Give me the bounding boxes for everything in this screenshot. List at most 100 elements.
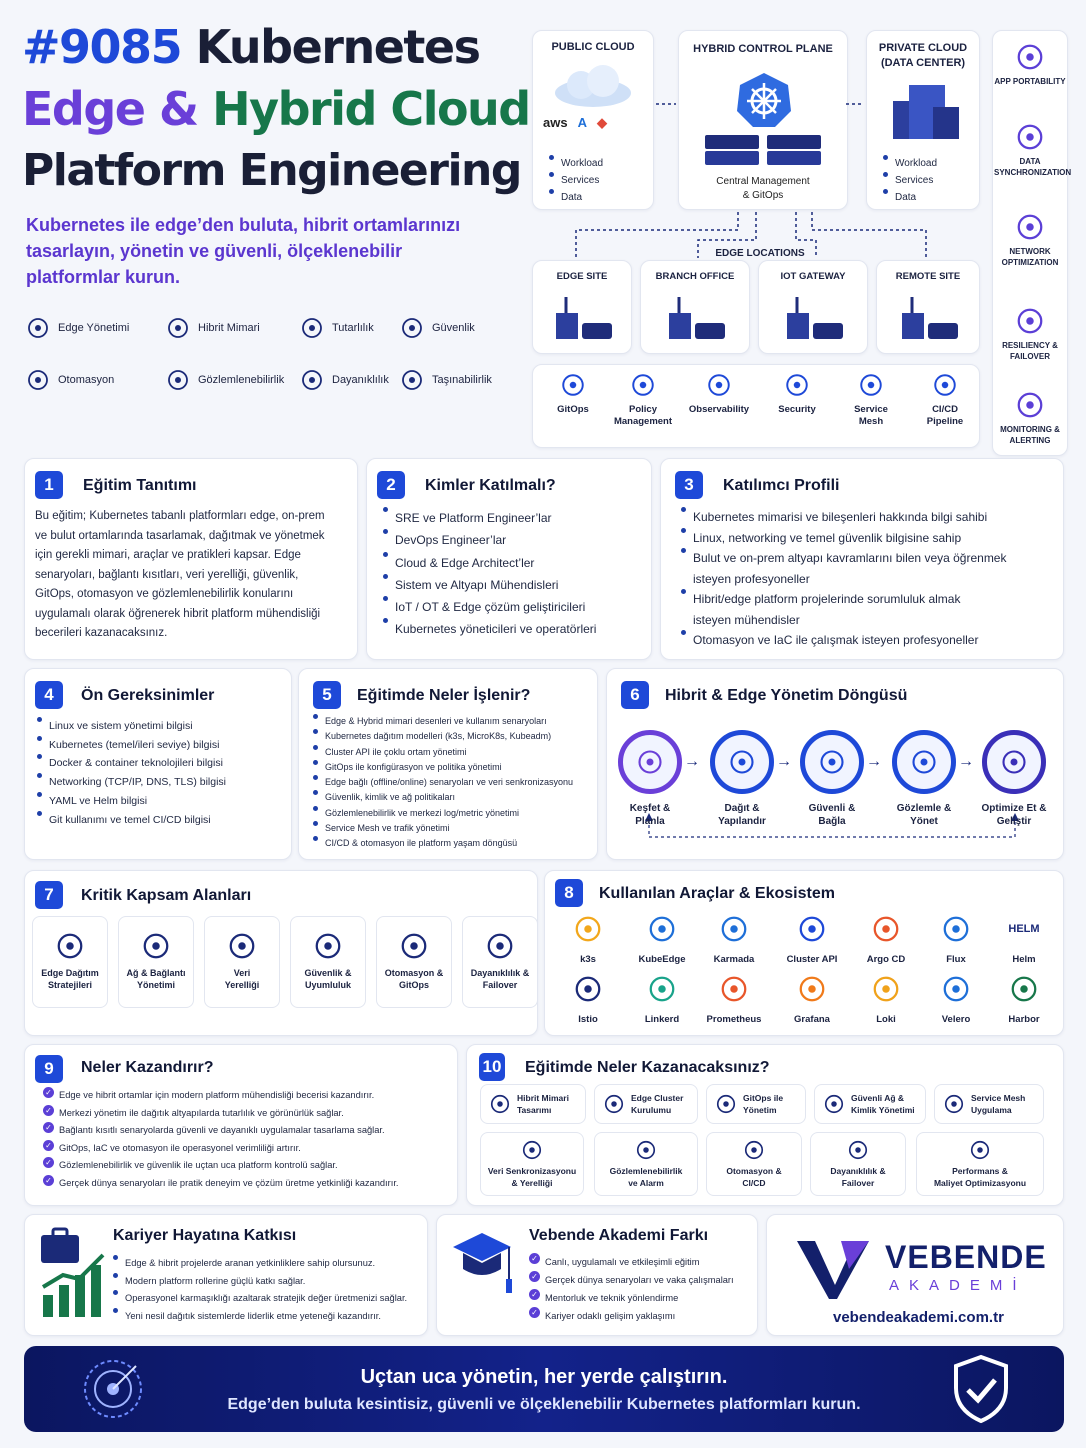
step-icon bbox=[912, 750, 936, 774]
shield-check-icon bbox=[302, 318, 322, 338]
section-4: 4 Ön Gereksinimler Linux ve sistem yönet… bbox=[24, 668, 292, 860]
coverage-icon bbox=[57, 933, 83, 959]
ecosystem-tool-label: Argo CD bbox=[866, 954, 906, 965]
body-line: için gerekli mimari, araçlar ve pratikle… bbox=[35, 549, 301, 561]
ecosystem-tool: Harbor bbox=[990, 974, 1058, 1026]
gain-tile: Performans & Maliyet Optimizasyonu bbox=[916, 1132, 1044, 1196]
gain-icon bbox=[522, 1140, 542, 1160]
coverage-icon bbox=[401, 933, 427, 959]
cycle-step: Güvenli &Bağla bbox=[786, 730, 878, 828]
coverage-icon bbox=[143, 933, 169, 959]
brand-url[interactable]: vebendeakademi.com.tr bbox=[833, 1309, 1004, 1326]
gain-label: Dayanıklılık & bbox=[830, 1166, 886, 1176]
tool-logo-icon bbox=[721, 916, 747, 942]
ecosystem-tool-label: Linkerd bbox=[644, 1014, 680, 1025]
gain-icon bbox=[824, 1094, 844, 1114]
ecosystem-tool: Grafana bbox=[778, 974, 846, 1026]
list-item: Linux, networking ve temel güvenlik bilg… bbox=[679, 527, 1006, 549]
feature-item: Edge Yönetimi bbox=[26, 316, 129, 340]
section-2: 2 Kimler Katılmalı? SRE ve Platform Engi… bbox=[366, 458, 652, 660]
cycle-step-label: Keşfet & bbox=[629, 803, 671, 814]
diagram-tool: Security bbox=[764, 372, 830, 416]
tool-icon bbox=[632, 374, 654, 396]
gain-label: GitOps ile bbox=[743, 1093, 784, 1103]
section-number: 5 bbox=[313, 681, 341, 709]
list-item: IoT / OT & Edge çözüm geliştiricileri bbox=[381, 596, 596, 618]
vebende-item: Gerçek dünya senaryoları ve vaka çalışma… bbox=[529, 1271, 734, 1289]
ecosystem-tool-label: Flux bbox=[946, 954, 966, 965]
cloud-icon bbox=[168, 318, 188, 338]
feature-label: Güvenlik bbox=[432, 322, 475, 334]
career-card: Kariyer Hayatına Katkısı Edge & hibrit p… bbox=[24, 1214, 428, 1336]
ecosystem-tool: Flux bbox=[922, 914, 990, 966]
side-label: APP PORTABILITY bbox=[994, 77, 1066, 86]
list-item: Otomasyon ve IaC ile çalışmak isteyen pr… bbox=[679, 630, 1006, 651]
feature-item: Dayanıklılık bbox=[300, 368, 389, 392]
list-item: YAML ve Helm bilgisi bbox=[35, 791, 226, 811]
coverage-label: Edge Dağıtım bbox=[41, 968, 99, 978]
gain-label-2: CI/CD bbox=[742, 1178, 766, 1188]
section-9: 9 Neler Kazandırır? Edge ve hibrit ortam… bbox=[24, 1044, 458, 1206]
helm-logo: HELM bbox=[1008, 923, 1040, 935]
feature-item: Hibrit Mimari bbox=[166, 316, 260, 340]
section-number: 6 bbox=[621, 681, 649, 709]
tool-logo-icon bbox=[649, 916, 675, 942]
career-item: Yeni nesil dağıtık sistemlerde liderlik … bbox=[111, 1307, 407, 1326]
benefit-list: Edge ve hibrit ortamlar için modern plat… bbox=[43, 1087, 399, 1192]
step-icon bbox=[820, 750, 844, 774]
feature-label: Otomasyon bbox=[58, 374, 115, 386]
diagram-connectors bbox=[575, 103, 927, 258]
list-item: Güvenlik, kimlik ve ağ politikaları bbox=[311, 790, 573, 805]
coverage-label: Veri bbox=[233, 968, 251, 978]
section-title: Kullanılan Araçlar & Ekosistem bbox=[599, 885, 835, 902]
cycle-arrow: → bbox=[958, 753, 974, 770]
gain-label: Veri Senkronizasyonu bbox=[487, 1166, 577, 1176]
tool-logo-icon bbox=[575, 916, 601, 942]
edge-locations-label: EDGE LOCATIONS bbox=[715, 248, 805, 259]
chart-icon bbox=[168, 370, 188, 390]
gain-label: Service Mesh bbox=[971, 1093, 1026, 1103]
vebende-item: Mentorluk ve teknik yönlendirme bbox=[529, 1289, 734, 1307]
coverage-label: Otomasyon & bbox=[384, 968, 444, 978]
tool-icon bbox=[708, 374, 730, 396]
cycle-loop-arrow bbox=[645, 813, 1019, 838]
list-item: Sistem ve Altyapı Mühendisleri bbox=[381, 573, 596, 596]
ecosystem-tool: Cluster API bbox=[778, 914, 846, 966]
ecosystem-tool: k3s bbox=[554, 914, 622, 966]
cloud-item: Services bbox=[881, 172, 937, 189]
ecosystem-tool: Loki bbox=[852, 974, 920, 1026]
diagram-tools-box bbox=[532, 364, 980, 448]
edge-site-icon bbox=[669, 297, 725, 339]
cloud-item: Workload bbox=[547, 155, 603, 172]
cycle-step-label: Dağıt & bbox=[724, 803, 760, 814]
coverage-label: Güvenlik & bbox=[304, 968, 352, 978]
tool-icon bbox=[860, 374, 882, 396]
gain-label: Performans & bbox=[952, 1166, 1008, 1176]
tool-label: Security bbox=[778, 404, 816, 415]
cloud-item: Data bbox=[881, 189, 937, 206]
ecosystem-tool: Karmada bbox=[700, 914, 768, 966]
edge-site-label: EDGE SITE bbox=[556, 271, 608, 282]
coverage-icon bbox=[229, 933, 255, 959]
edge-site-icon bbox=[902, 297, 958, 339]
side-item: MONITORING &ALERTING bbox=[994, 390, 1066, 446]
section-number: 10 bbox=[479, 1053, 505, 1081]
tool-label-2: Mesh bbox=[858, 416, 884, 427]
gain-icon bbox=[636, 1140, 656, 1160]
edge-site-label: REMOTE SITE bbox=[895, 271, 961, 282]
body-line: GitOps, otomasyon ve gözlemlenebilirlik … bbox=[35, 588, 294, 600]
tool-label: Policy bbox=[629, 404, 657, 415]
benefit-item: Edge ve hibrit ortamlar için modern plat… bbox=[43, 1087, 399, 1105]
ecosystem-tool: Linkerd bbox=[628, 974, 696, 1026]
section-title: Eğitimde Neler İşlenir? bbox=[357, 687, 531, 704]
gain-label-2: Maliyet Optimizasyonu bbox=[933, 1178, 1027, 1188]
list-item: Kubernetes yöneticileri ve operatörleri bbox=[381, 618, 596, 640]
vebende-logo-icon bbox=[797, 1241, 869, 1299]
